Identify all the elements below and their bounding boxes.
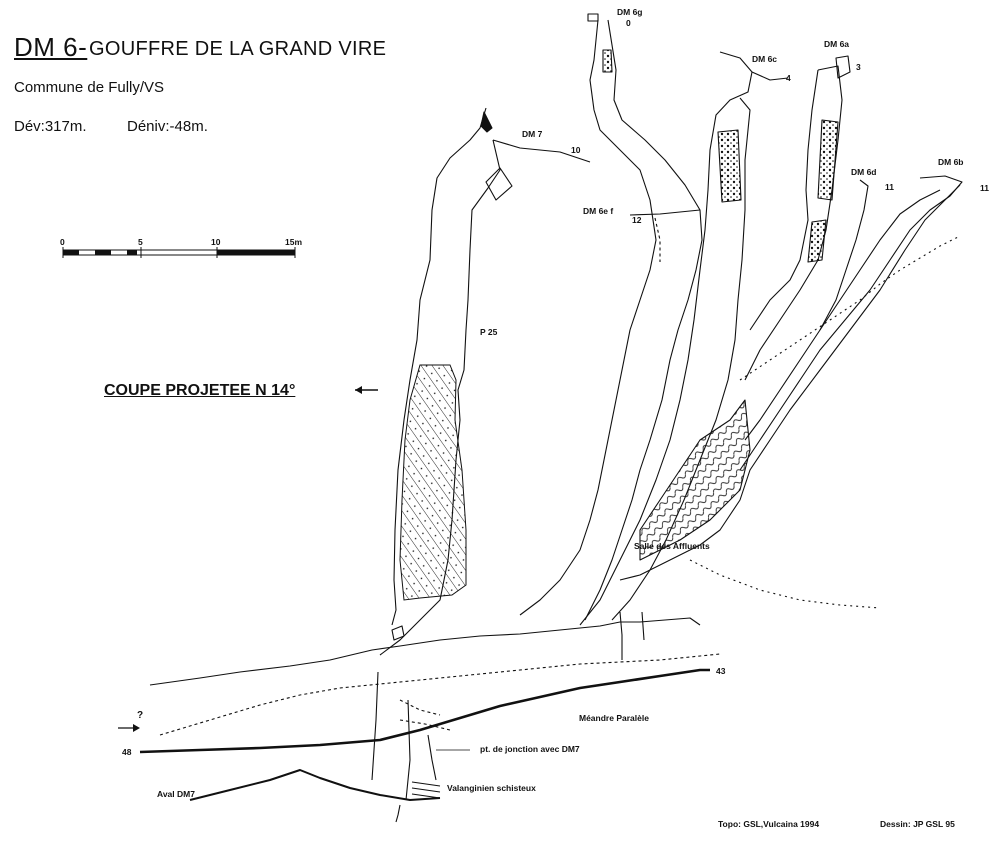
depth-48-label: 48 xyxy=(122,747,132,757)
entrance-dm6ef-id: DM 6e f xyxy=(583,206,614,216)
meandre-label: Méandre Paralèle xyxy=(579,713,649,723)
dm6c-passage xyxy=(579,51,753,626)
cave-name: GOUFFRE DE LA GRAND VIRE xyxy=(89,38,387,60)
section-arrow xyxy=(355,386,378,394)
dessin-credit: Dessin: JP GSL 95 xyxy=(880,819,955,829)
entrance-dm7-id: DM 7 xyxy=(522,129,543,139)
dm6d-passage xyxy=(744,179,869,441)
left-arrow xyxy=(118,724,140,732)
salle-label: Salle des Affluents xyxy=(634,541,710,551)
main-gallery-mid xyxy=(159,653,721,736)
entrance-dm7-depth: 10 xyxy=(571,145,581,155)
entrance-dm6g-id: DM 6g xyxy=(617,7,643,17)
main-gallery-top xyxy=(149,617,701,686)
entrance-dm6c-depth: 4 xyxy=(786,73,791,83)
entrance-dm6d-depth: 11 xyxy=(885,182,894,192)
dm7-shaft-left xyxy=(391,107,487,626)
scale-tick-5: 5 xyxy=(138,237,143,247)
entrance-dm6b-id: DM 6b xyxy=(938,157,964,167)
development-text: Dév:317m. xyxy=(14,118,87,135)
depth-text: Déniv:-48m. xyxy=(127,118,208,135)
dm6a-shaft xyxy=(744,65,843,381)
aval-label: Aval DM7 xyxy=(157,789,195,799)
scale-tick-15: 15m xyxy=(285,237,303,247)
dm7-shaft-right xyxy=(379,139,591,656)
depth-43-label: 43 xyxy=(716,666,726,676)
topo-credit: Topo: GSL,Vulcaina 1994 xyxy=(718,819,820,829)
jonction-label: pt. de jonction avec DM7 xyxy=(480,744,580,754)
section-title: COUPE PROJETEE N 14° xyxy=(104,382,296,399)
dm6g-passage-right xyxy=(584,19,703,621)
cave-code: DM 6- xyxy=(14,32,88,62)
entrance-dm6g-depth: 0 xyxy=(626,18,631,28)
entrance-dm6b-depth: 11 xyxy=(980,183,989,193)
question-mark: ? xyxy=(137,710,144,721)
entrance-dm6c-id: DM 6c xyxy=(752,54,778,64)
commune-text: Commune de Fully/VS xyxy=(14,79,165,96)
p25-scree-fill xyxy=(399,364,467,601)
dm6b-passage xyxy=(739,175,963,471)
aval-dm7-floor xyxy=(189,769,441,801)
meandre-line xyxy=(139,668,710,754)
scale-tick-10: 10 xyxy=(211,237,221,247)
scale-bar xyxy=(62,247,296,258)
entrance-dm6ef-depth: 12 xyxy=(632,215,642,225)
pitch-label: P 25 xyxy=(480,327,498,337)
scale-tick-0: 0 xyxy=(60,237,65,247)
valanginien-label: Valanginien schisteux xyxy=(447,783,536,793)
entrance-dm6a-depth: 3 xyxy=(856,62,861,72)
entrance-dm6a-id: DM 6a xyxy=(824,39,850,49)
entrance-dm6d-id: DM 6d xyxy=(851,167,877,177)
dm6g-passage-left xyxy=(519,19,657,616)
